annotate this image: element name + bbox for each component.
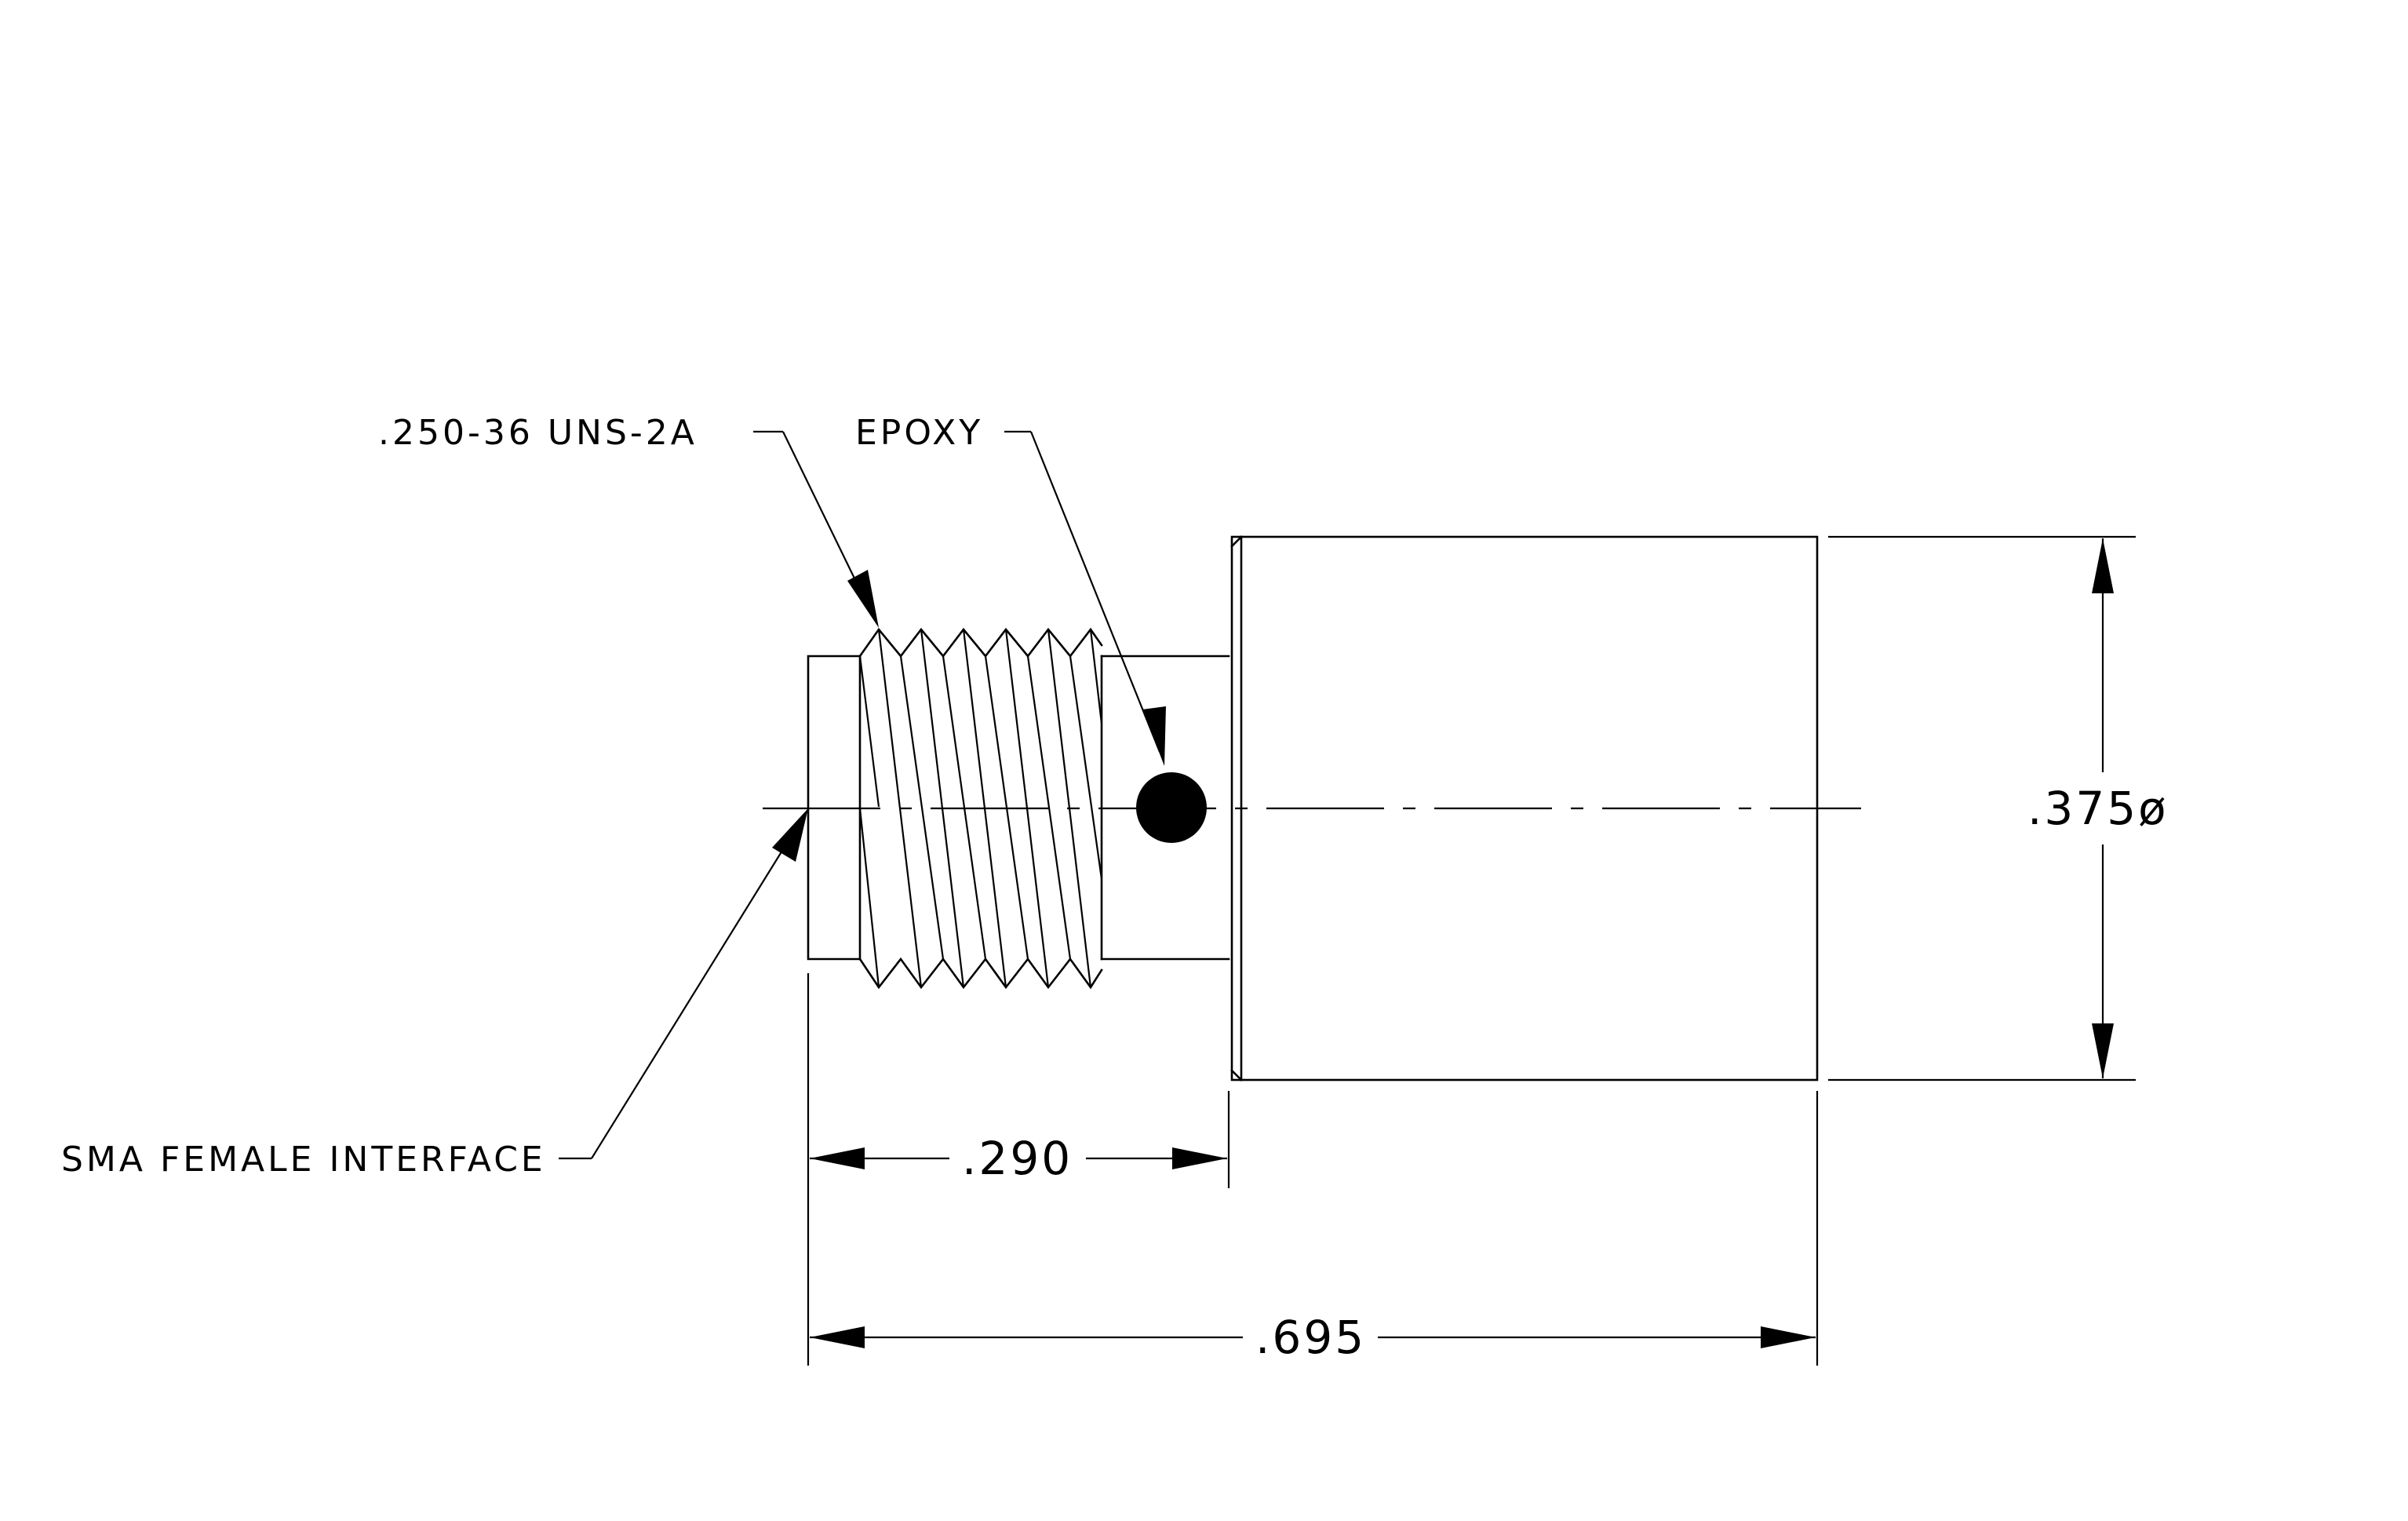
short-length-dimension: .290 [810, 1132, 1227, 1185]
overall-length-arrow-left [810, 1326, 865, 1348]
short-length-arrow-left [810, 1147, 865, 1169]
diameter-value: .375ø [2027, 782, 2169, 835]
overall-length-arrow-right [1761, 1326, 1816, 1348]
overall-length-dimension: .695 [810, 1311, 1816, 1364]
diameter-arrow-bottom [2092, 1023, 2114, 1078]
epoxy-leader-arrowhead [1142, 706, 1166, 766]
epoxy-leader [1004, 430, 1166, 766]
thread-leader-arrowhead [847, 570, 879, 628]
interface-label: SMA FEMALE INTERFACE [61, 1140, 546, 1180]
short-length-value: .290 [962, 1132, 1073, 1185]
interface-leader [559, 808, 808, 1160]
thread-crests-bottom [858, 957, 1103, 990]
cylinder-chamfer-top [1230, 535, 1243, 548]
diameter-arrow-top [2092, 538, 2114, 593]
thread-leader [753, 430, 879, 628]
overall-length-value: .695 [1255, 1311, 1366, 1364]
thread-spec-label: .250-36 UNS-2A [378, 413, 698, 453]
thread-crests-top [858, 627, 1103, 658]
extension-lines [807, 535, 2136, 1366]
diameter-dimension: .375ø [2027, 538, 2169, 1078]
cylinder-chamfer-bottom [1230, 1069, 1243, 1081]
short-length-arrow-right [1172, 1147, 1227, 1169]
epoxy-label: EPOXY [855, 413, 983, 453]
interface-leader-arrowhead [772, 808, 808, 862]
